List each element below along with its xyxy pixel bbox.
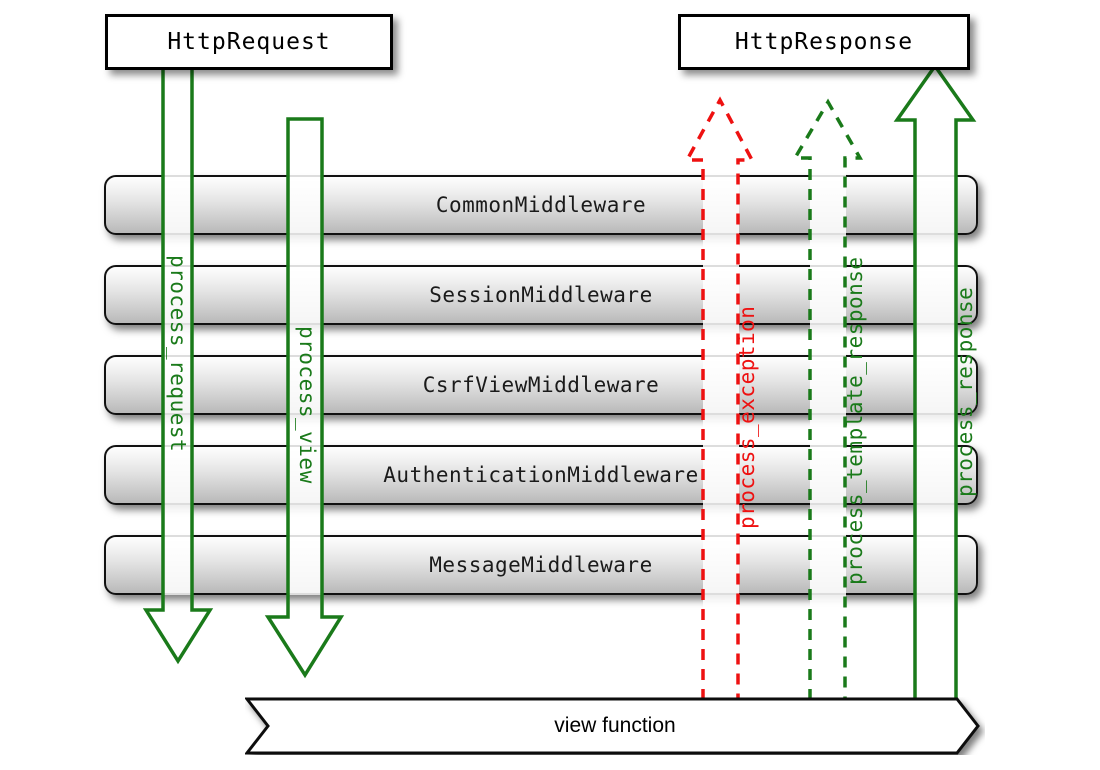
middleware-label: CommonMiddleware <box>435 193 647 217</box>
http-response-box: HttpResponse <box>678 14 970 70</box>
flow-label-process-response: process_response <box>953 286 977 497</box>
middleware-bar-common: CommonMiddleware <box>104 175 978 235</box>
channel-process-exception <box>703 155 739 700</box>
http-request-box: HttpRequest <box>105 14 393 70</box>
middleware-label: CsrfViewMiddleware <box>422 373 660 397</box>
view-function-label: view function <box>554 714 676 737</box>
channel-process-template-response <box>810 155 846 700</box>
http-response-label: HttpResponse <box>734 29 914 55</box>
view-function-box: view function <box>243 697 985 755</box>
flow-label-process-view: process_view <box>295 326 319 484</box>
middleware-label: AuthenticationMiddleware <box>383 463 699 487</box>
http-request-label: HttpRequest <box>167 29 331 55</box>
middleware-label: MessageMiddleware <box>429 553 653 577</box>
channel-process-response <box>915 115 956 700</box>
flow-label-process-exception: process_exception <box>735 305 759 529</box>
flow-label-process-template-response: process_template_response <box>843 256 867 585</box>
middleware-label: SessionMiddleware <box>429 283 653 307</box>
flow-label-process-request: process_request <box>166 255 190 453</box>
